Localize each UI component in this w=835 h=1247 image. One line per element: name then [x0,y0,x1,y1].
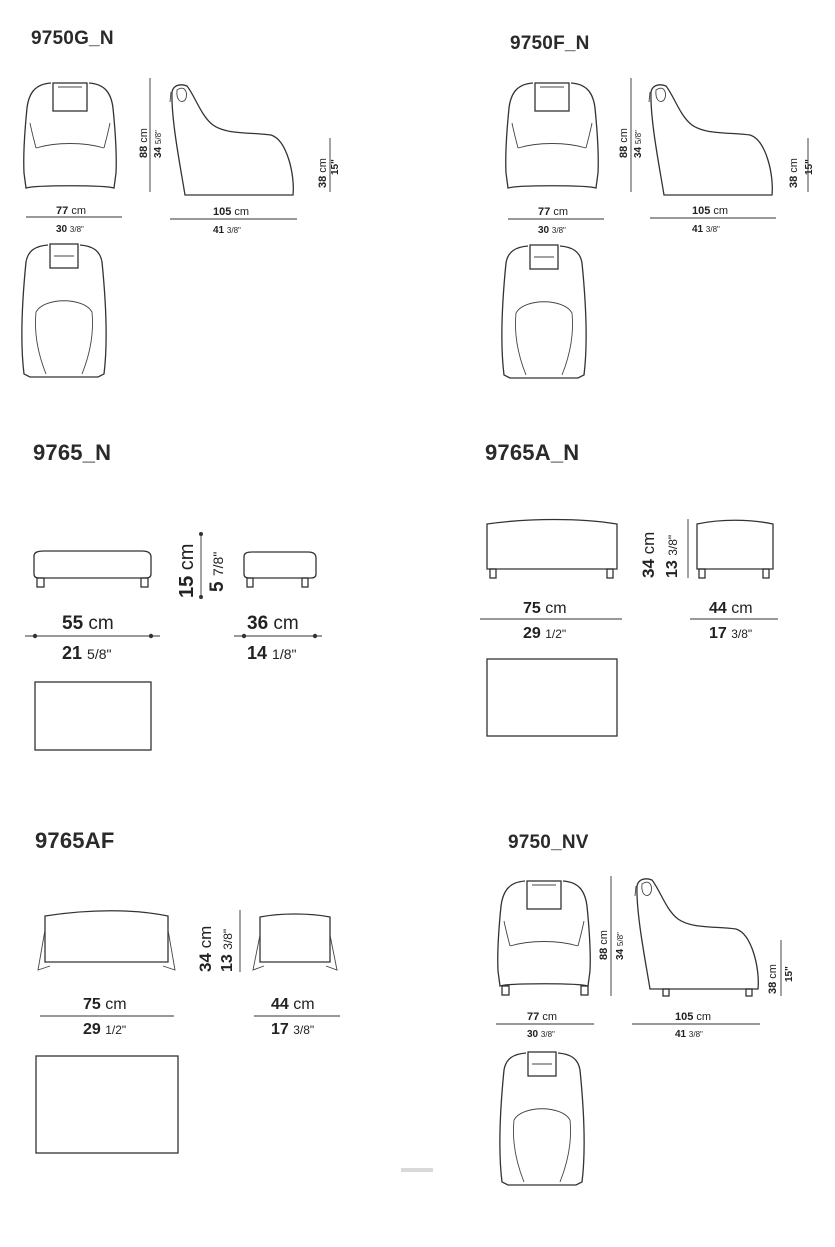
svg-text:88 cm: 88 cm [138,128,150,158]
dimension-seat-9750f-n: 38 cm 15" [788,138,815,192]
product-code-9765af: 9765AF [35,828,115,853]
dimension-height-9750-nv: 88 cm 34 5/8" [598,876,626,996]
svg-text:29 1/2": 29 1/2" [523,625,566,642]
dimension-width-9765-n: 55 cm 21 5/8" [25,613,160,663]
svg-text:15": 15" [784,966,795,982]
svg-text:105 cm: 105 cm [692,205,728,217]
product-code-9765a-n: 9765A_N [485,440,580,465]
svg-text:36 cm: 36 cm [247,613,299,634]
svg-text:30 3/8": 30 3/8" [56,224,84,235]
ottoman-front-view-9765-n [33,550,152,588]
svg-text:13 3/8": 13 3/8" [219,929,236,972]
dimension-height-9750g-n: 88 cm 34 5/8" [138,78,164,192]
svg-text:15 cm: 15 cm [176,544,198,598]
svg-text:88 cm: 88 cm [598,930,610,960]
dimension-width-9765a-n: 75 cm 29 1/2" [480,600,622,642]
chair-side-view-9750g-n [169,84,294,196]
svg-text:75 cm: 75 cm [523,600,567,617]
product-code-9765-n: 9765_N [33,440,112,465]
chair-side-view-9750f-n [648,84,773,196]
product-code-9750f-n: 9750F_N [510,33,590,54]
svg-text:38 cm: 38 cm [767,964,779,994]
svg-text:77 cm: 77 cm [527,1011,557,1023]
ottoman-front-view-9765a-n [486,518,618,579]
svg-text:88 cm: 88 cm [618,128,630,158]
dimension-depth-9765a-n: 44 cm 17 3/8" [690,600,778,642]
ottoman-side-view-9765a-n [696,519,774,579]
svg-text:17 3/8": 17 3/8" [709,625,752,642]
svg-text:14 1/8": 14 1/8" [247,643,297,663]
svg-text:77 cm: 77 cm [56,205,86,217]
svg-text:44 cm: 44 cm [709,600,753,617]
chair-side-view-9750-nv [634,878,759,997]
dimension-depth-9765-n: 36 cm 14 1/8" [234,613,322,663]
svg-text:38 cm: 38 cm [317,158,329,188]
dimension-depth-9750g-n: 105 cm 41 3/8" [170,206,297,236]
svg-text:41 3/8": 41 3/8" [692,224,720,235]
svg-text:21 5/8": 21 5/8" [62,643,112,663]
svg-text:77 cm: 77 cm [538,206,568,218]
svg-text:55 cm: 55 cm [62,613,114,634]
svg-text:30 3/8": 30 3/8" [538,225,566,236]
dimension-width-9750-nv: 77 cm 30 3/8" [496,1011,594,1040]
dimension-width-9765af: 75 cm 29 1/2" [40,996,174,1038]
svg-text:34 5/8": 34 5/8" [615,932,626,960]
svg-text:44 cm: 44 cm [271,996,315,1013]
svg-text:34 5/8": 34 5/8" [633,130,644,158]
dimension-width-9750f-n: 77 cm 30 3/8" [508,206,604,236]
svg-text:38 cm: 38 cm [788,158,800,188]
svg-text:41 3/8": 41 3/8" [213,225,241,236]
chair-front-view-9750g-n [23,82,117,189]
svg-text:13 3/8": 13 3/8" [664,535,681,578]
svg-text:30 3/8": 30 3/8" [527,1029,555,1040]
svg-text:34 cm: 34 cm [196,926,215,972]
svg-text:105 cm: 105 cm [213,206,249,218]
ottoman-top-view-9765af [35,1055,179,1154]
svg-text:105 cm: 105 cm [675,1011,711,1023]
ottoman-top-view-9765a-n [486,658,618,737]
svg-text:17 3/8": 17 3/8" [271,1021,314,1038]
dimension-depth-9750f-n: 105 cm 41 3/8" [650,205,776,235]
scan-artifact [401,1168,433,1172]
dimension-height-9765af: 34 cm 13 3/8" [196,910,241,972]
svg-text:15": 15" [804,159,815,175]
dimension-height-9765-n: 15 cm 5 7/8" [176,532,228,599]
svg-text:41 3/8": 41 3/8" [675,1029,703,1040]
svg-text:75 cm: 75 cm [83,996,127,1013]
dimension-depth-9750-nv: 105 cm 41 3/8" [632,1011,760,1040]
svg-text:5 7/8": 5 7/8" [207,552,228,592]
dimension-seat-9750g-n: 38 cm 15" [317,138,341,192]
dimension-height-9765a-n: 34 cm 13 3/8" [639,519,689,578]
chair-front-view-9750-nv [497,880,591,996]
ottoman-front-view-9765af [37,910,176,971]
ottoman-side-view-9765af [252,913,338,971]
dimension-depth-9765af: 44 cm 17 3/8" [254,996,340,1038]
ottoman-top-view-9765-n [34,681,152,751]
dimension-seat-9750-nv: 38 cm 15" [767,940,795,996]
product-code-9750-nv: 9750_NV [508,832,589,853]
chair-top-view-9750g-n [21,243,107,378]
product-code-9750g-n: 9750G_N [31,28,114,49]
height-cm-value: 88 [138,146,150,158]
svg-text:34 5/8": 34 5/8" [153,130,164,158]
dimension-height-9750f-n: 88 cm 34 5/8" [618,78,644,192]
chair-front-view-9750f-n [505,82,599,189]
svg-text:34 cm: 34 cm [639,532,658,578]
dimension-width-9750g-n: 77 cm 30 3/8" [26,205,122,235]
chair-top-view-9750-nv [499,1051,585,1186]
svg-text:15": 15" [330,159,341,175]
svg-text:29 1/2": 29 1/2" [83,1021,126,1038]
ottoman-side-view-9765-n [243,551,317,588]
chair-top-view-9750f-n [501,244,587,379]
